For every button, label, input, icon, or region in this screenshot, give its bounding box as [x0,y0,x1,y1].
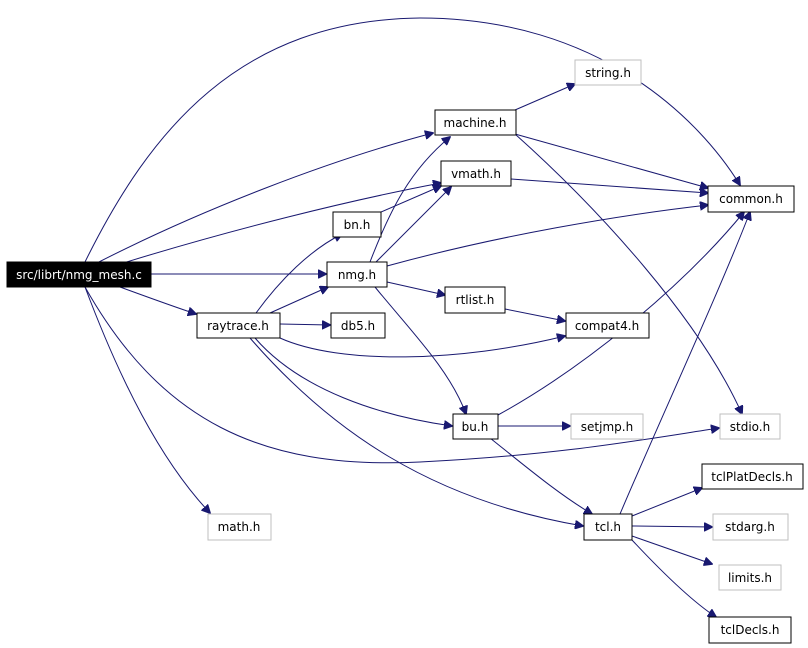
node-label: bn.h [344,218,371,232]
node-bu[interactable]: bu.h [452,413,499,440]
edge-nmg-rtlist [386,281,445,295]
edge-nmg-bu [374,286,466,414]
edge-raytrace-bn [255,234,342,314]
edge-root-common [84,17,740,263]
node-label: common.h [719,192,783,206]
edge-tcl-tclDecls [631,539,716,617]
edge-vmath-common [510,178,708,193]
node-bn[interactable]: bn.h [332,211,382,238]
node-stdio[interactable]: stdio.h [719,413,781,440]
edge-raytrace-compat4 [279,336,565,358]
edge-tcl-limits [631,535,712,564]
edge-root-stdio [84,286,719,464]
node-string[interactable]: string.h [574,59,642,86]
node-rtlist[interactable]: rtlist.h [444,286,506,314]
node-label: math.h [218,520,261,534]
node-label: vmath.h [451,167,501,181]
edge-bn-vmath [380,186,441,213]
node-label: rtlist.h [456,293,495,307]
node-label: tclPlatDecls.h [711,470,793,484]
edge-bu-tcl [489,437,592,514]
node-label: limits.h [728,571,772,585]
node-machine[interactable]: machine.h [434,109,517,136]
node-tclPlatDecls[interactable]: tclPlatDecls.h [701,463,804,490]
edge-tcl-tclPlatDecls [631,488,702,517]
edge-raytrace-nmg [269,287,328,314]
edge-nmg-common [386,205,708,267]
node-layer: src/librt/nmg_mesh.c string.h machine.h … [6,59,804,644]
node-tcl[interactable]: tcl.h [583,513,633,541]
edge-machine-common [514,133,708,188]
edge-root-machine [94,133,433,265]
node-label: bu.h [462,420,489,434]
edge-raytrace-db5 [279,324,330,325]
node-stdarg[interactable]: stdarg.h [712,513,789,541]
edge-nmg-machine [369,137,450,263]
node-vmath[interactable]: vmath.h [440,160,512,187]
node-label: compat4.h [575,319,639,333]
node-label: raytrace.h [207,319,269,333]
edge-rtlist-compat4 [504,308,565,321]
edge-root-math [84,286,210,513]
node-db5[interactable]: db5.h [330,312,386,339]
edge-raytrace-tcl [249,337,583,526]
node-root[interactable]: src/librt/nmg_mesh.c [6,261,152,288]
edge-machine-stdio [514,133,742,414]
node-math[interactable]: math.h [207,513,272,541]
node-label: stdarg.h [725,520,775,534]
node-label: stdio.h [730,420,770,434]
edge-machine-string [514,84,575,111]
node-setjmp[interactable]: setjmp.h [570,413,644,440]
node-label: setjmp.h [581,420,633,434]
edge-nmg-vmath [375,187,451,263]
edge-tcl-stdarg [631,526,712,527]
node-label: db5.h [341,319,375,333]
node-common[interactable]: common.h [707,185,795,213]
node-limits[interactable]: limits.h [718,564,782,591]
node-label: src/librt/nmg_mesh.c [16,268,142,282]
edge-tcl-common [619,212,750,515]
node-raytrace[interactable]: raytrace.h [196,312,281,339]
edge-root-raytrace [119,286,196,314]
node-label: tcl.h [595,520,621,534]
edge-layer [84,17,750,617]
node-compat4[interactable]: compat4.h [565,312,650,339]
node-label: tclDecls.h [721,623,780,637]
node-nmg[interactable]: nmg.h [326,261,388,288]
node-label: machine.h [444,116,507,130]
edge-root-vmath [119,183,441,265]
node-label: string.h [585,66,631,80]
node-label: nmg.h [338,268,376,282]
edge-raytrace-bu [254,337,452,426]
node-tclDecls[interactable]: tclDecls.h [708,616,792,644]
